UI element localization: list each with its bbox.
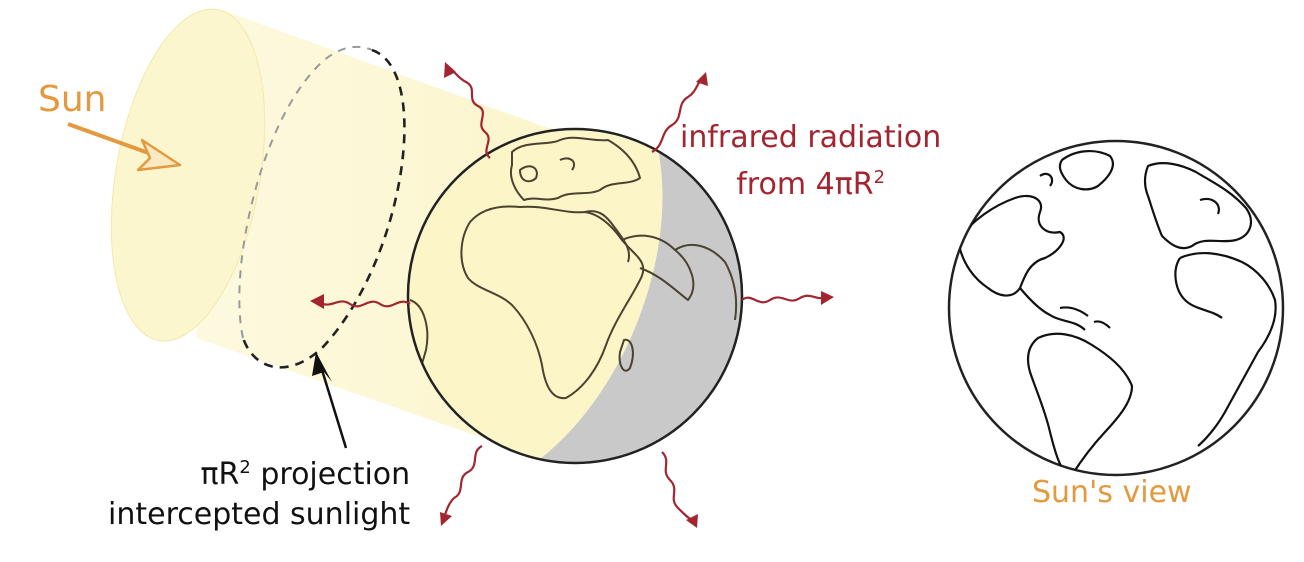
earth-globe: [406, 127, 744, 465]
infrared-label-superscript: 2: [873, 167, 886, 188]
infrared-label-line1: infrared radiation: [680, 120, 942, 155]
ir-arrow-bottom-left: [442, 445, 483, 519]
projection-label-word: projection: [250, 457, 411, 492]
sun-arrow: [67, 122, 182, 172]
infrared-label-line2-text: from 4πR: [736, 167, 874, 202]
projection-label-line1: πR2 projection: [108, 448, 410, 495]
projection-label-pi-r: πR: [200, 457, 240, 492]
ir-arrow-bottom-right: [661, 451, 693, 521]
projection-pointer-arrow: [312, 352, 348, 449]
projection-label-superscript: 2: [239, 457, 251, 478]
earth-continents: [408, 136, 738, 409]
projection-label: πR2 projection intercepted sunlight: [108, 448, 410, 535]
infrared-label-line2: from 4πR2: [680, 158, 941, 205]
beam-end-cap: [110, 8, 266, 342]
sun-label: Sun: [38, 79, 107, 120]
ir-arrow-top-right: [651, 77, 703, 153]
ir-arrow-right: [741, 294, 826, 304]
projection-label-line2: intercepted sunlight: [108, 497, 411, 532]
infrared-label: infrared radiation from 4πR2: [680, 118, 941, 205]
ir-arrow-top-left: [449, 67, 491, 159]
sun-view-continents: [956, 150, 1277, 475]
projection-disc: [238, 45, 406, 369]
ir-arrow-left: [317, 300, 411, 308]
sun-view-label: Sun's view: [1032, 475, 1192, 510]
sun-view-globe: [947, 139, 1285, 477]
infrared-arrows: [310, 62, 834, 528]
